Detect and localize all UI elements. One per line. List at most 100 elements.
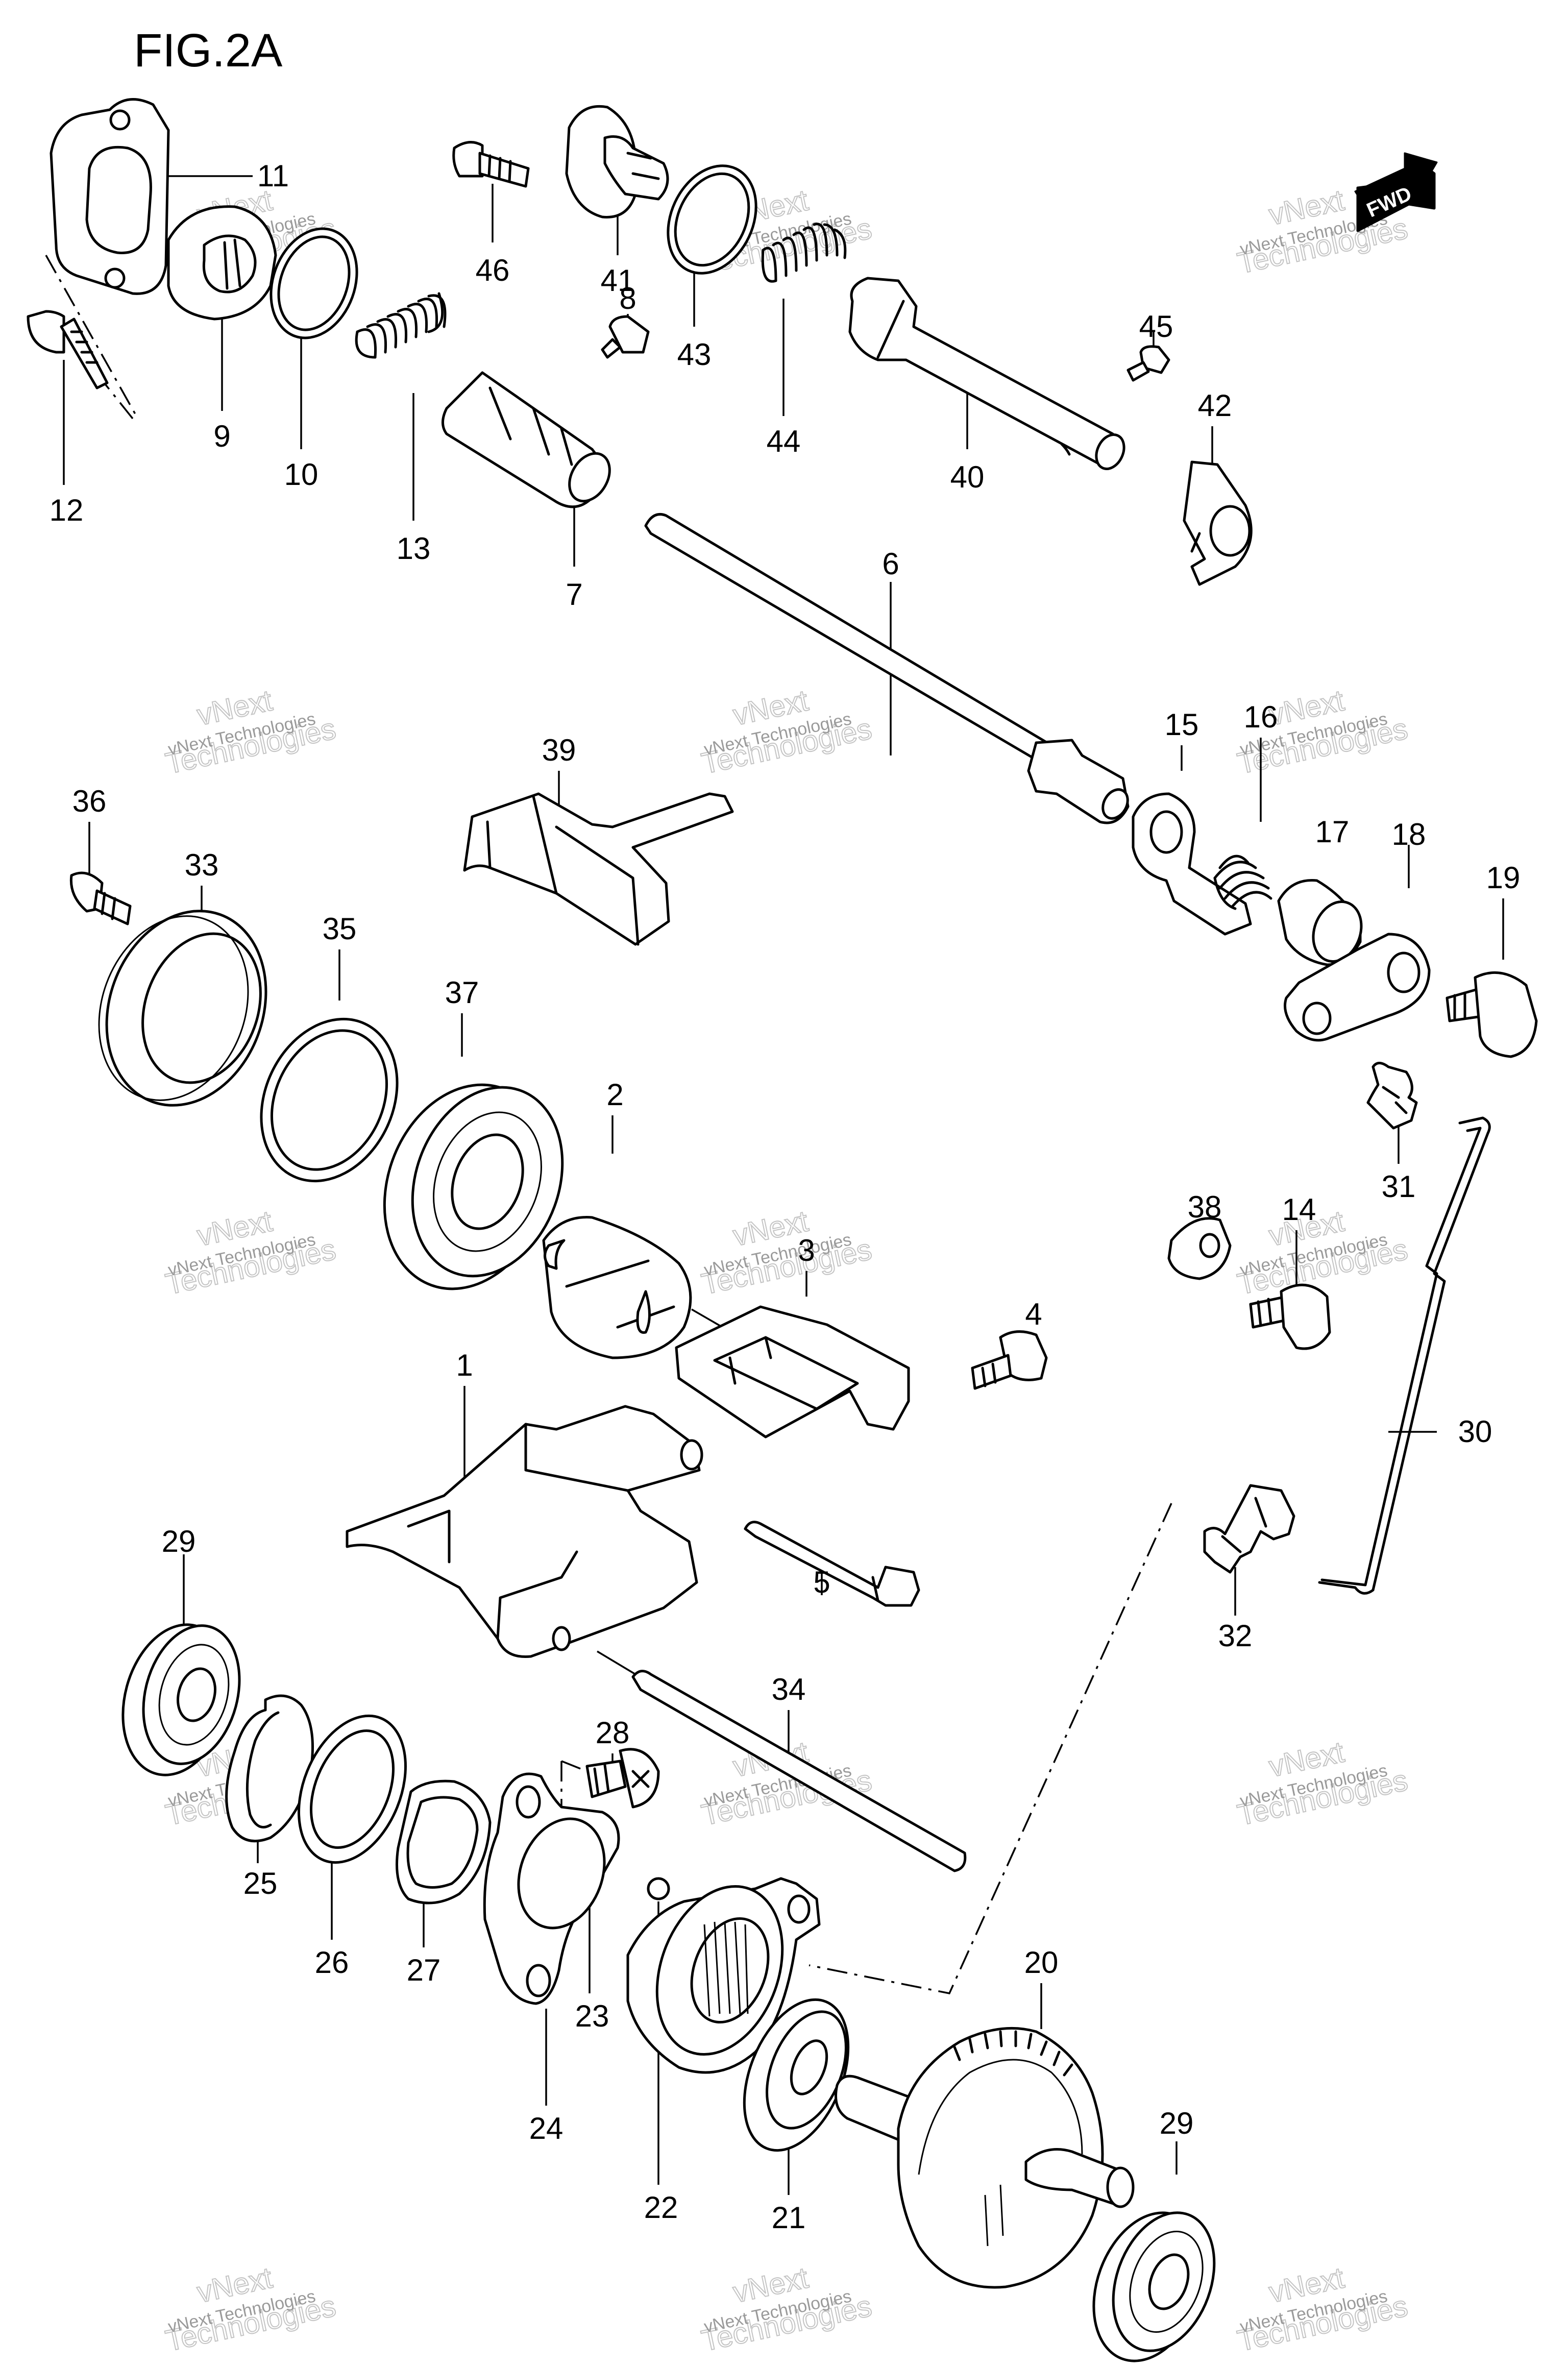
part-17-collar [1277,879,1363,966]
callout-31: 31 [1382,1169,1416,1204]
part-25-circlip [225,1694,314,1843]
callout-21: 21 [772,2201,806,2235]
part-45-screw [1126,345,1170,382]
callout-35: 35 [323,912,357,946]
callout-29-left: 29 [162,1524,196,1558]
part-35-o-ring [260,1017,399,1183]
callout-18: 18 [1392,817,1426,851]
part-22-lever [626,1877,821,2074]
callout-16: 16 [1244,700,1278,734]
callout-32: 32 [1218,1619,1253,1653]
part-26-o-ring [298,1714,407,1864]
callout-19: 19 [1486,861,1521,895]
part-29-bearing-left [121,1623,241,1776]
part-8-screw [601,315,650,359]
callout-14: 14 [1282,1192,1316,1227]
part-15-plate [1132,792,1252,936]
callout-41: 41 [601,263,635,298]
callout-33: 33 [185,848,219,882]
callout-26: 26 [315,1945,349,1980]
callout-11: 11 [257,159,289,193]
callout-6: 6 [882,547,899,581]
callout-23: 23 [575,1999,609,2033]
part-38-washer [1167,1217,1232,1280]
part-42-bracket [1183,460,1253,586]
callout-45: 45 [1139,309,1173,344]
part-10-o-ring [270,227,358,339]
callout-25: 25 [243,1866,278,1900]
callout-20: 20 [1024,1945,1059,1980]
part-5-pin [744,1521,920,1607]
part-11-gasket [45,98,170,420]
callout-27: 27 [407,1953,441,1987]
callout-10: 10 [284,457,318,492]
part-9-bush [167,205,277,321]
callout-24: 24 [529,2111,564,2145]
part-29-bearing-right [1092,2211,1216,2362]
callout-36: 36 [72,784,107,818]
callout-4: 4 [1025,1297,1042,1331]
callout-5: 5 [813,1565,830,1599]
part-43-o-ring [667,164,757,275]
part-33-seal [98,910,267,1107]
part-44-spring [761,223,847,283]
part-28-screw [560,1748,660,1817]
part-24-plate [483,1772,620,2005]
callout-8: 8 [619,281,636,315]
part-16-spring [1213,855,1272,910]
part-34-pin [631,1670,967,1872]
callout-17: 17 [1315,815,1350,849]
callout-37: 37 [445,975,479,1010]
callout-12: 12 [50,493,84,527]
part-14-bolt [1249,1283,1331,1350]
callout-42: 42 [1198,388,1232,423]
callout-29-right: 29 [1160,2106,1194,2140]
part-23-ball [647,1877,670,1900]
part-4-bolt [971,1330,1048,1390]
part-13-spring [355,292,447,359]
part-20-gear [835,2027,1135,2289]
callout-7: 7 [566,577,582,612]
callout-15: 15 [1165,707,1199,742]
part-1-lever [346,1405,703,1658]
part-2-cam [542,1216,692,1359]
callout-13: 13 [397,531,431,566]
callout-22: 22 [644,2190,678,2225]
part-37-bearing [383,1083,564,1290]
part-32-clip [1203,1484,1295,1574]
callout-39: 39 [542,733,576,767]
part-39-plate [463,792,734,946]
part-19-bolt [1446,971,1538,1058]
callout-43: 43 [677,337,712,372]
part-21-washer [743,1998,850,2152]
part-12-bolt [27,310,109,389]
callout-28: 28 [596,1716,630,1750]
part-27-gasket [396,1779,492,1905]
part-40-shaft [848,277,1125,470]
callout-40: 40 [950,460,985,494]
callout-1: 1 [456,1348,473,1382]
part-41-cap [565,105,669,218]
part-3-guide [675,1305,910,1438]
callout-9: 9 [213,419,230,453]
figure-title: FIG.2A [134,25,283,77]
part-30-rod [1318,1116,1491,1595]
part-6-shaft [644,513,1130,824]
callout-labels: 11 9 10 12 13 7 46 41 8 43 44 40 45 42 6… [50,159,1521,2235]
callout-34: 34 [772,1672,806,1706]
part-18-lever [1284,933,1431,1042]
callout-2: 2 [606,1078,623,1112]
part-36-bolt [69,871,132,925]
callout-38: 38 [1188,1190,1222,1224]
